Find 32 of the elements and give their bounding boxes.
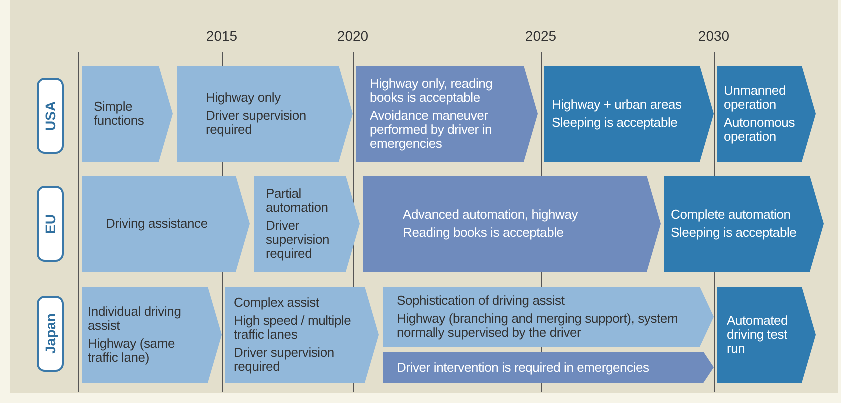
region-tab: Japan [37, 296, 64, 372]
step-text: Highway only [206, 91, 282, 105]
step-text: Individual driving assist [88, 305, 182, 333]
step-text: Sleeping is acceptable [671, 226, 798, 240]
step-text: Driving assistance [106, 217, 209, 231]
region-tab: EU [37, 186, 64, 262]
step-text: Partial automation [266, 187, 330, 215]
step-text: Simple functions [94, 100, 146, 128]
year-label: 2030 [698, 28, 730, 44]
step-text: High speed / multiple traffic lanes [234, 314, 352, 342]
step-text: Highway + urban areas [552, 98, 683, 112]
step-text: Highway (branching and merging support), system normally supervised by the driver [397, 312, 680, 340]
year-label: 2015 [206, 28, 238, 44]
step-text: Highway only, reading books is acceptable [370, 77, 494, 105]
year-label: 2020 [337, 28, 369, 44]
step-text: Driver supervision required [234, 346, 336, 374]
step-text: Complex assist [234, 296, 320, 310]
step-text: Reading books is acceptable [403, 226, 565, 240]
step-text: Driver supervision required [206, 109, 308, 137]
step-text: Sleeping is acceptable [552, 116, 679, 130]
step-text: Driver intervention is required in emergencies [397, 360, 650, 374]
step-text: Driver supervision required [266, 219, 331, 261]
step-text: Avoidance maneuver performed by driver in emergencies [370, 109, 494, 151]
year-label: 2025 [525, 28, 557, 44]
step-text: Unmanned operation [724, 84, 787, 112]
step-text: Highway (same traffic lane) [88, 337, 176, 365]
step-text: Complete automation [671, 208, 792, 222]
step-text: Autonomous operation [724, 116, 796, 144]
region-tab: USA [37, 78, 64, 154]
step-text: Sophistication of driving assist [397, 294, 566, 308]
step-text: Automated driving test run [727, 314, 790, 356]
step-text: Advanced automation, highway [403, 208, 580, 222]
